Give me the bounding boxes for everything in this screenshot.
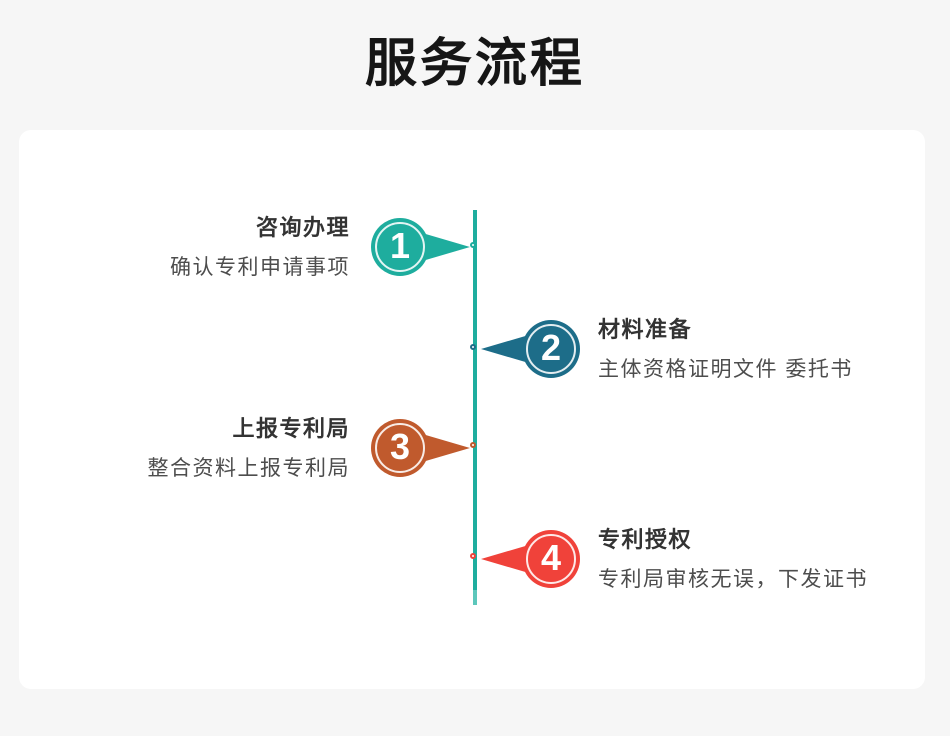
step-3-text: 上报专利局 整合资料上报专利局 [148,417,351,481]
process-card [19,130,925,689]
step-4-title: 专利授权 [598,527,693,552]
step-4-subtitle: 专利局审核无误，下发证书 [598,568,868,591]
step-1-text: 咨询办理 确认专利申请事项 [170,216,350,280]
step-3-title: 上报专利局 [232,416,350,441]
timeline-line [473,210,477,605]
step-3-timeline-dot [470,442,476,448]
step-1-timeline-dot [470,242,476,248]
step-3-number-badge: 3 [371,419,429,477]
step-2-timeline-dot [470,344,476,350]
step-4-timeline-dot [470,553,476,559]
step-1-title: 咨询办理 [255,215,350,240]
step-2-subtitle: 主体资格证明文件 委托书 [598,358,853,381]
step-2-title: 材料准备 [598,317,693,342]
step-1-number-badge: 1 [371,218,429,276]
step-4-text: 专利授权 专利局审核无误，下发证书 [598,528,868,592]
page-title: 服务流程 [364,35,585,93]
step-3-subtitle: 整合资料上报专利局 [147,457,350,480]
step-2-number-badge: 2 [522,320,580,378]
step-1-subtitle: 确认专利申请事项 [170,256,350,279]
step-2-text: 材料准备 主体资格证明文件 委托书 [598,318,853,382]
step-4-number: 4 [540,537,562,578]
step-4-number-badge: 4 [522,530,580,588]
